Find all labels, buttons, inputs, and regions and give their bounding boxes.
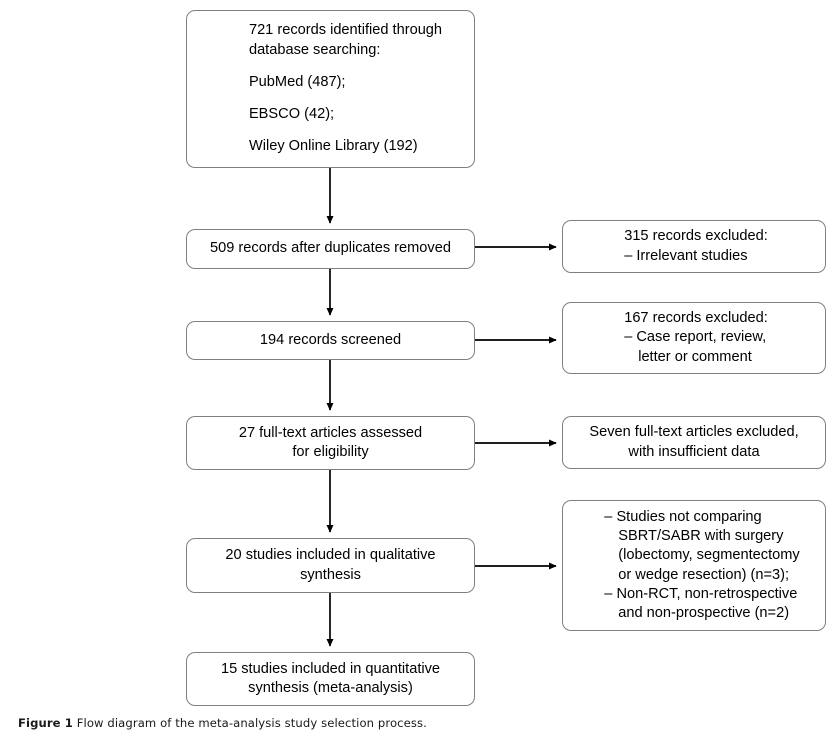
node-excluded-insufficient-data: Seven full-text articles excluded, with … <box>562 416 826 469</box>
node-text-line: 167 records excluded: <box>624 310 768 327</box>
prisma-flow-diagram: 721 records identified through database … <box>186 10 826 706</box>
node-text-line: letter or comment <box>638 348 752 365</box>
node-text-line: 194 records screened <box>259 331 402 348</box>
node-text-line: Seven full-text articles excluded, <box>589 424 799 441</box>
node-excluded-case-report-text: 167 records excluded: – Case report, rev… <box>624 309 768 367</box>
node-excluded-criteria-text: – Studies not comparing SBRT/SABR with s… <box>604 508 799 624</box>
node-records-screened: 194 records screened <box>186 321 475 360</box>
node-qualitative-synthesis: 20 studies included in qualitative synth… <box>186 538 475 593</box>
node-text-line: EBSCO (42); <box>248 106 335 123</box>
node-text-line: – Studies not comparing <box>604 508 762 525</box>
node-text-line: and non-prospective (n=2) <box>618 605 790 621</box>
node-text-line: 315 records excluded: <box>624 228 768 245</box>
node-text-line: (lobectomy, segmentectomy <box>618 547 800 564</box>
node-records-identified: 721 records identified through database … <box>186 10 475 168</box>
node-text-line: 15 studies included in quantitative <box>220 660 441 677</box>
node-text-line: synthesis (meta-analysis) <box>248 680 413 696</box>
node-records-after-duplicates: 509 records after duplicates removed <box>186 229 475 269</box>
node-text-line: database searching: <box>248 41 381 58</box>
figure-caption: Figure 1 Flow diagram of the meta-analys… <box>18 716 818 730</box>
node-excluded-irrelevant-text: 315 records excluded: – Irrelevant studi… <box>624 227 768 266</box>
node-text-line: 20 studies included in qualitative <box>225 547 436 564</box>
node-excluded-case-report: 167 records excluded: – Case report, rev… <box>562 302 826 374</box>
node-text-line: for eligibility <box>292 444 369 460</box>
node-records-identified-text: 721 records identified through database … <box>249 21 442 156</box>
node-text-line: Wiley Online Library (192) <box>248 138 418 155</box>
node-text-line: – Case report, review, <box>624 329 767 346</box>
figure-caption-text: Flow diagram of the meta-analysis study … <box>76 716 427 730</box>
node-excluded-irrelevant: 315 records excluded: – Irrelevant studi… <box>562 220 826 273</box>
node-text-line: – Non-RCT, non-retrospective <box>604 585 798 602</box>
node-text-line: 27 full-text articles assessed <box>238 424 423 441</box>
node-text-line: SBRT/SABR with surgery <box>618 528 784 544</box>
node-text-line: with insufficient data <box>628 443 760 460</box>
node-text-line: PubMed (487); <box>248 73 346 90</box>
node-text-line: – Irrelevant studies <box>624 247 748 264</box>
node-fulltext-assessed: 27 full-text articles assessed for eligi… <box>186 416 475 470</box>
node-text-line: 509 records after duplicates removed <box>210 240 451 257</box>
node-text-line: synthesis <box>300 566 361 583</box>
node-quantitative-synthesis: 15 studies included in quantitative synt… <box>186 652 475 706</box>
figure-caption-label: Figure 1 <box>18 716 73 730</box>
node-text-line: 721 records identified through <box>248 22 443 39</box>
node-text-line: or wedge resection) (n=3); <box>618 566 790 583</box>
node-excluded-criteria: – Studies not comparing SBRT/SABR with s… <box>562 500 826 631</box>
